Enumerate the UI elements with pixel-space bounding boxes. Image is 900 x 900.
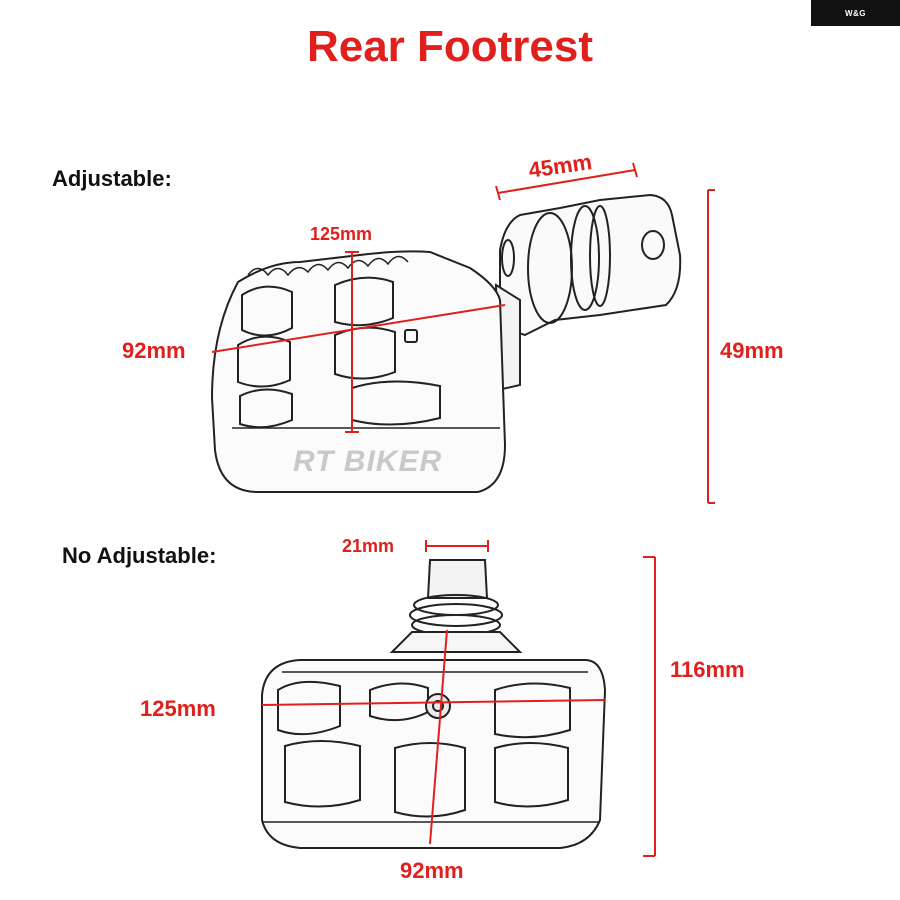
adjustable-footrest-drawing (210, 193, 682, 493)
page-title: Rear Footrest (306, 22, 594, 71)
watermark: RT BIKER (293, 445, 443, 478)
dim-peg-width-no-adjustable: 92mm (400, 858, 464, 883)
no-adjustable-dimension-lines (261, 540, 656, 857)
dim-length-no-adjustable: 116mm (670, 657, 745, 682)
brand-badge: W&G (811, 0, 900, 26)
dim-peg-length-adjustable: 125mm (310, 224, 373, 244)
adjustable-heading: Adjustable: (52, 166, 172, 191)
dim-height-adjustable: 49mm (720, 338, 784, 363)
no-adjustable-heading: No Adjustable: (62, 543, 217, 568)
adjustable-dimension-lines (211, 162, 715, 504)
dim-peg-length-no-adjustable: 125mm (140, 696, 216, 721)
dim-stem-width: 21mm (342, 536, 395, 556)
no-adjustable-footrest-drawing (261, 559, 607, 849)
dim-peg-width-adjustable: 92mm (122, 338, 186, 363)
